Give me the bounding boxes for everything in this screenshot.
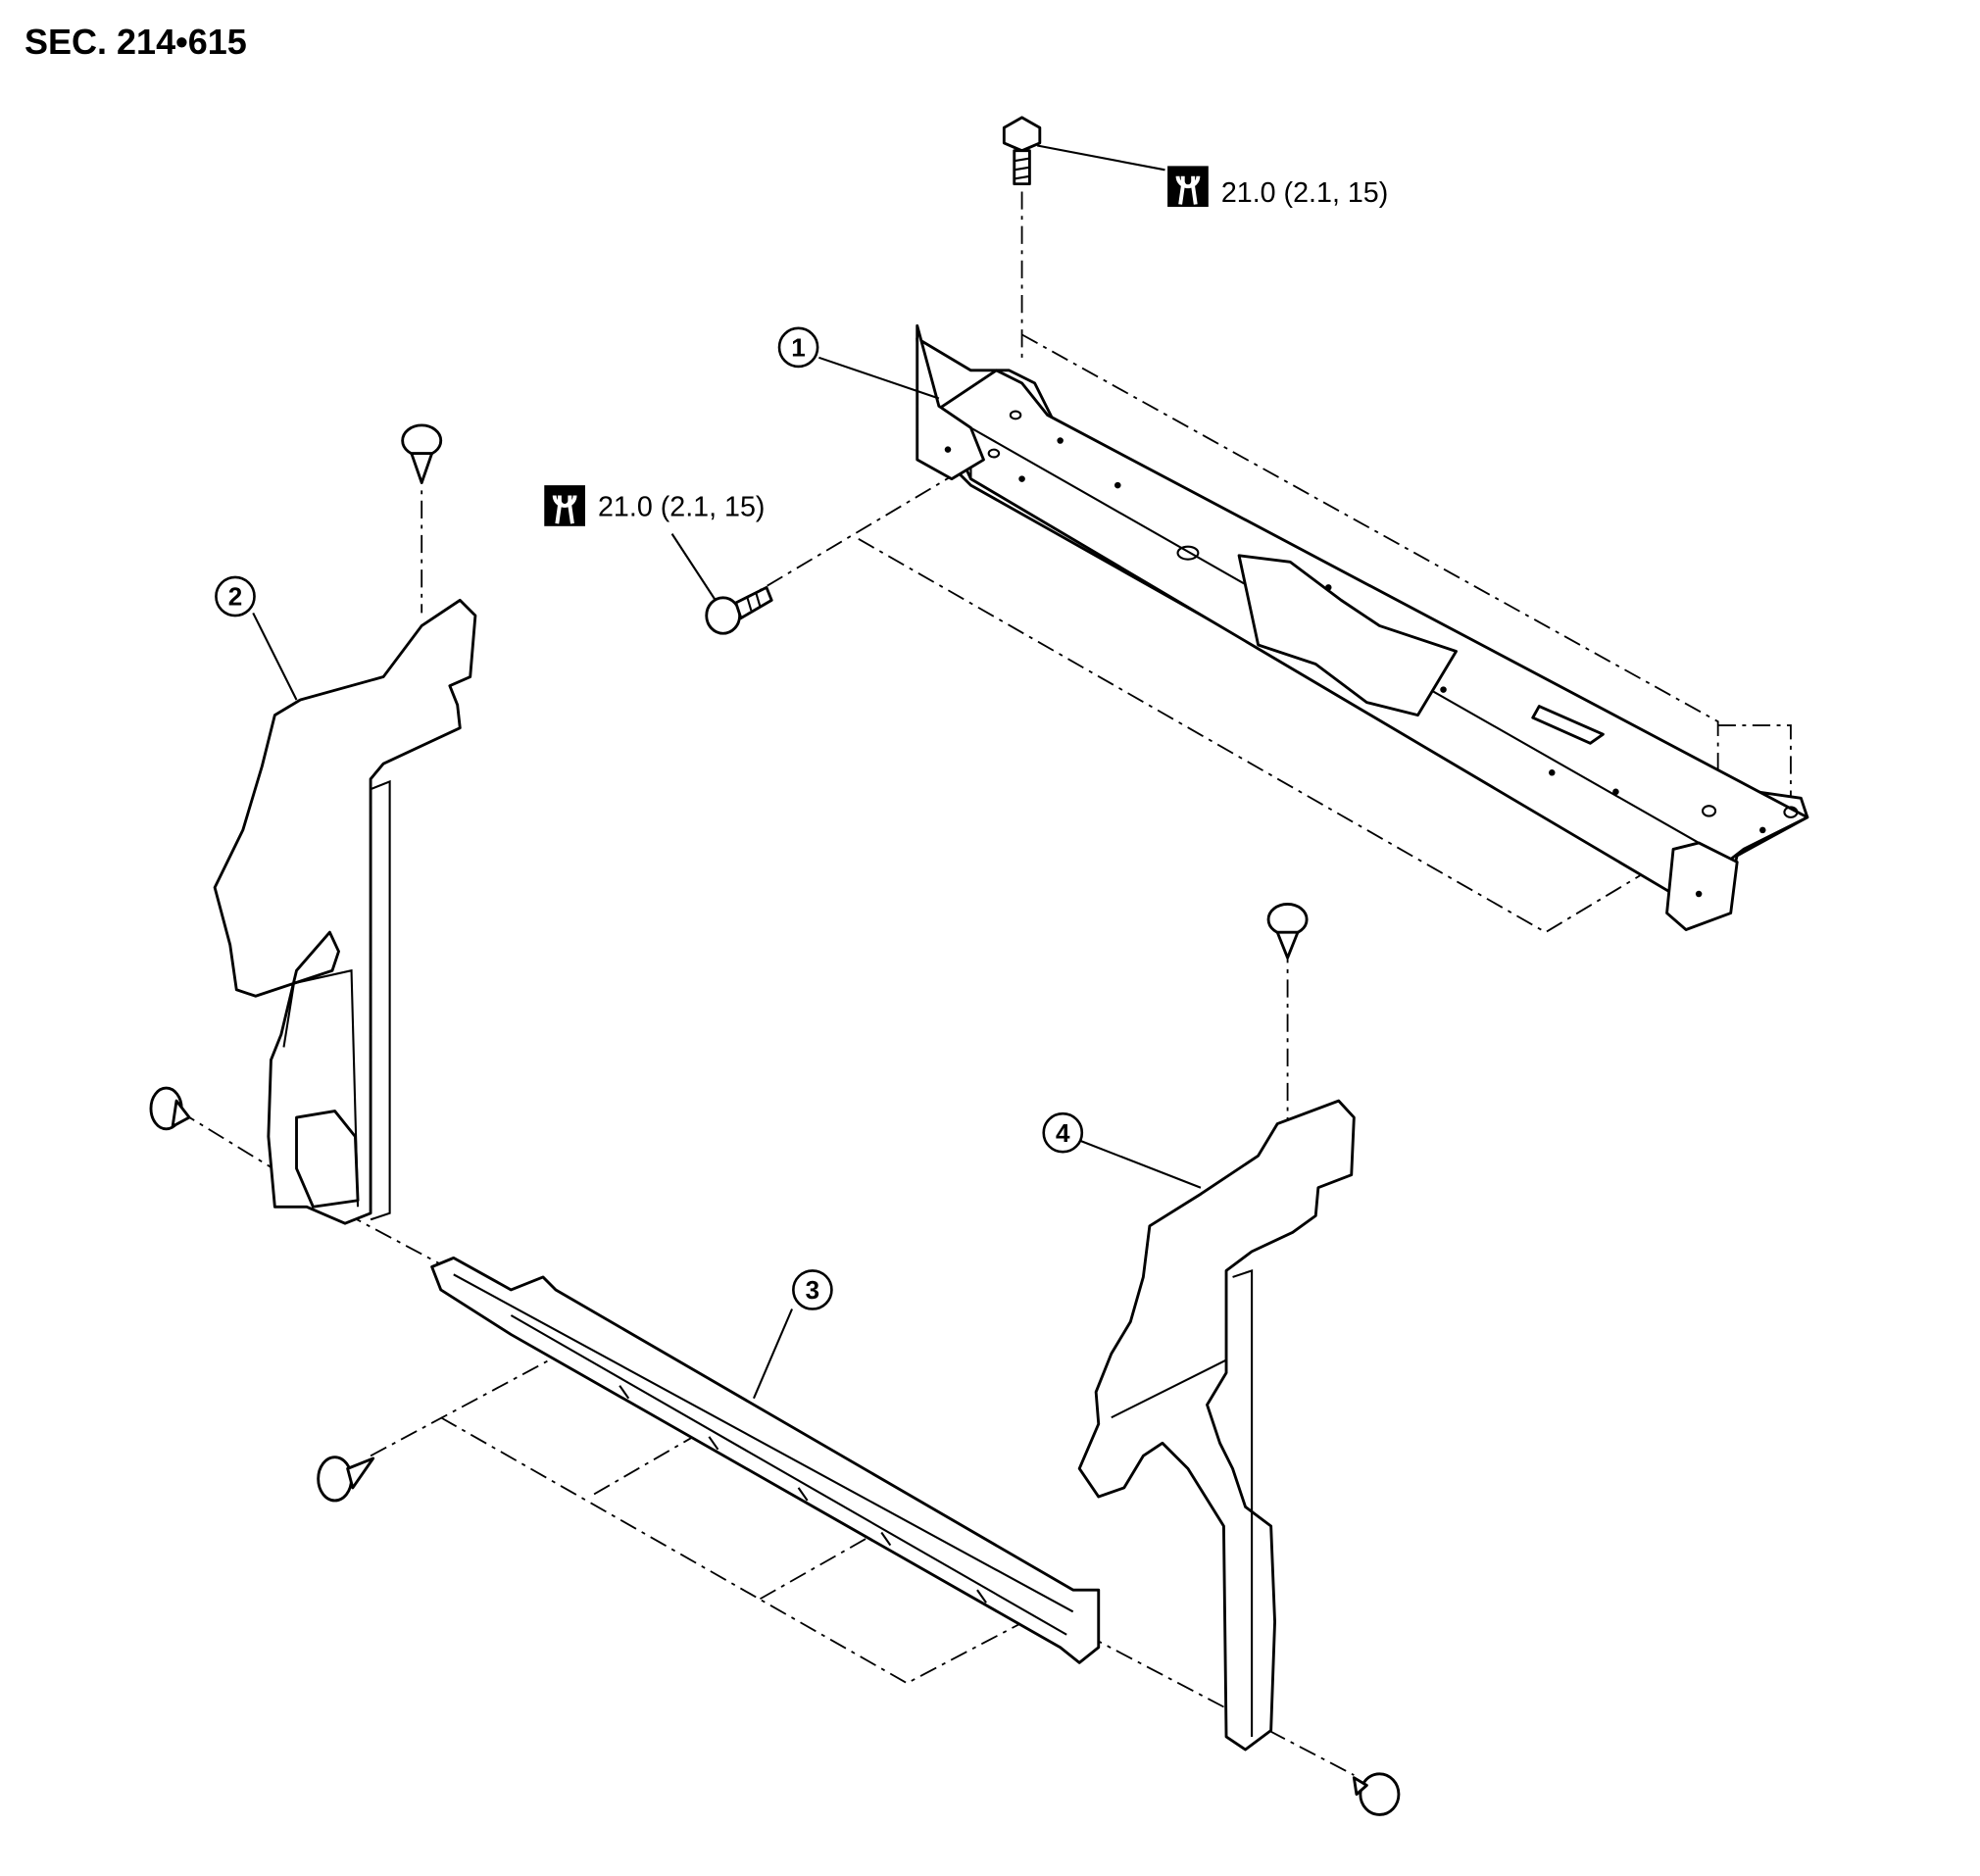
air-guide-left[interactable] [213,598,477,1225]
radiator-core-support-upper[interactable] [916,323,1809,931]
torque-value: 21.0 (2.1, 15) [1221,177,1388,209]
callout-number: 2 [228,582,243,612]
bar-tabs [619,1385,987,1604]
clips [149,423,1401,1816]
torque-spec-side: 21.0 (2.1, 15) [544,485,765,526]
clip-part3-left [317,1456,375,1503]
callout-2: 2 [215,575,256,617]
clip-part2-top [401,423,443,484]
section-label: SEC. 214•615 [25,22,247,62]
callout-4: 4 [1042,1111,1084,1154]
bolt-top [1002,116,1042,186]
callout-number: 1 [791,333,806,363]
clip-part4-bottom [1352,1772,1401,1816]
clip-part2-side [149,1086,191,1131]
mounting-holes [944,410,1799,898]
radiator-core-support-lower[interactable] [430,1256,1101,1664]
leader-lines [252,144,1202,1400]
clip-part4-top [1266,903,1309,960]
callout-3: 3 [792,1269,833,1310]
torque-spec-top: 21.0 (2.1, 15) [1167,166,1388,209]
torque-value: 21.0 (2.1, 15) [598,491,765,522]
bolt-side [705,585,773,635]
callout-number: 3 [806,1275,820,1305]
air-guide-right[interactable] [1077,1099,1356,1752]
callout-number: 4 [1056,1118,1070,1148]
callout-1: 1 [777,326,819,369]
